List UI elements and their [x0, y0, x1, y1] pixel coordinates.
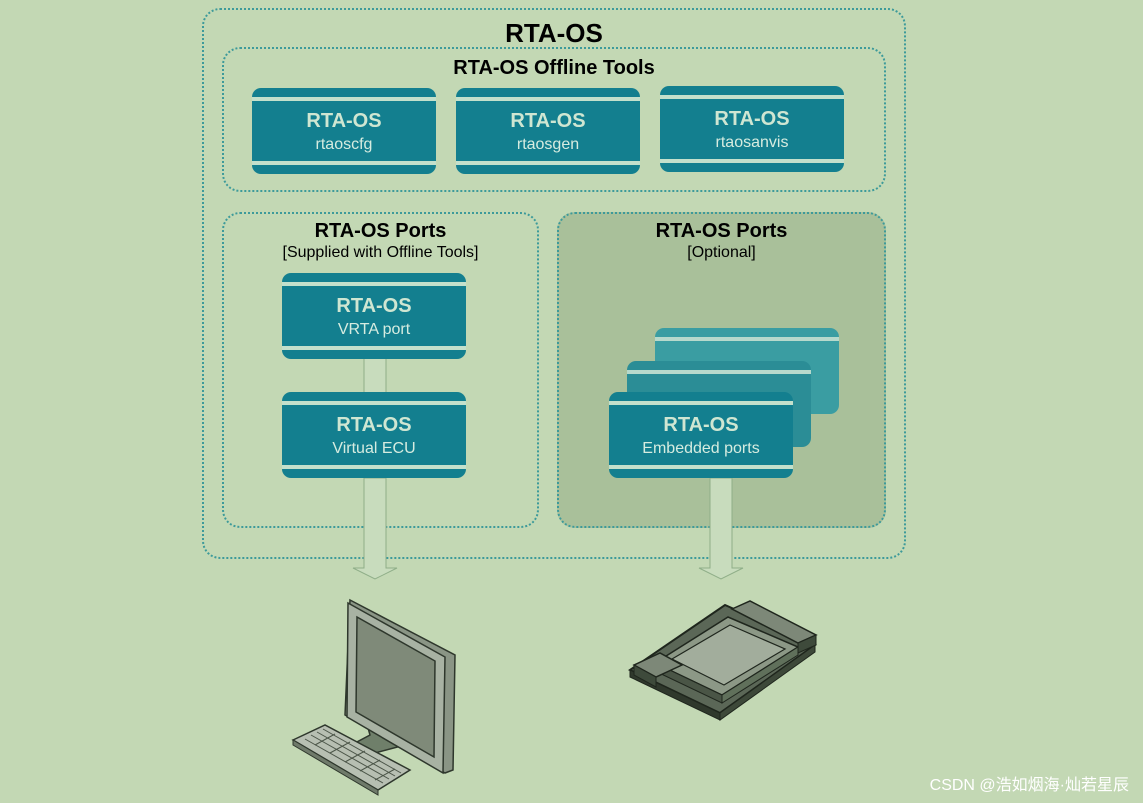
port-box-subtitle: Embedded ports: [642, 440, 760, 457]
tool-box-rtaosgen: RTA-OS rtaosgen: [456, 88, 640, 174]
port-box-title: RTA-OS: [336, 414, 412, 436]
arrow-to-pc: [352, 477, 398, 580]
vrta-to-ecu-connector: [363, 355, 387, 395]
ports-optional-subtitle: [Optional]: [687, 244, 756, 261]
ports-supplied-subtitle: [Supplied with Offline Tools]: [282, 244, 479, 261]
port-box-title: RTA-OS: [663, 414, 739, 436]
port-box-virtual-ecu: RTA-OS Virtual ECU: [282, 392, 466, 478]
tool-box-subtitle: rtaosgen: [516, 136, 580, 153]
arrow-to-board: [698, 477, 744, 580]
offline-tools-title: RTA-OS Offline Tools: [453, 57, 655, 79]
pc-computer-icon: [291, 598, 456, 796]
tool-box-rtaosanvis: RTA-OS rtaosanvis: [660, 86, 844, 172]
embedded-board-icon: [628, 600, 818, 721]
rta-os-title: RTA-OS: [505, 18, 603, 48]
port-box-vrta: RTA-OS VRTA port: [282, 273, 466, 359]
port-box-embedded: RTA-OS Embedded ports: [609, 392, 793, 478]
port-box-subtitle: VRTA port: [337, 321, 411, 338]
ports-supplied-title: RTA-OS Ports: [314, 220, 447, 242]
ports-supplied-group: RTA-OS Ports [Supplied with Offline Tool…: [222, 212, 539, 528]
tool-box-subtitle: rtaoscfg: [315, 136, 373, 153]
tool-box-rtaoscfg: RTA-OS rtaoscfg: [252, 88, 436, 174]
port-box-title: RTA-OS: [336, 295, 412, 317]
watermark-text: CSDN @浩如烟海·灿若星辰: [929, 777, 1129, 794]
rta-os-container: RTA-OS: [202, 8, 906, 559]
port-box-subtitle: Virtual ECU: [332, 440, 416, 457]
tool-box-title: RTA-OS: [510, 110, 586, 132]
tool-box-subtitle: rtaosanvis: [715, 134, 789, 151]
ports-optional-title: RTA-OS Ports: [655, 220, 788, 242]
offline-tools-group: RTA-OS Offline Tools: [222, 47, 886, 192]
tool-box-title: RTA-OS: [306, 110, 382, 132]
tool-box-title: RTA-OS: [714, 108, 790, 130]
